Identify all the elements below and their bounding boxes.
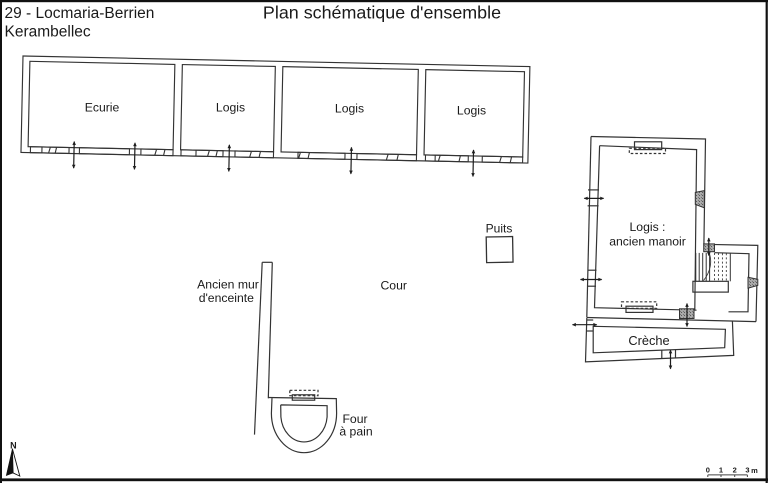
svg-text:Ancien mur: Ancien mur <box>197 278 259 292</box>
svg-text:Cour: Cour <box>380 278 406 292</box>
svg-text:Ecurie: Ecurie <box>85 101 120 115</box>
svg-text:m: m <box>751 466 758 475</box>
svg-text:ancien manoir: ancien manoir <box>609 234 686 248</box>
svg-text:Puits: Puits <box>486 221 513 235</box>
svg-text:Crèche: Crèche <box>628 333 669 348</box>
svg-text:N: N <box>10 440 17 450</box>
svg-text:29 - Locmaria-Berrien: 29 - Locmaria-Berrien <box>5 5 155 22</box>
svg-text:Logis: Logis <box>335 102 364 116</box>
svg-text:Four: Four <box>342 412 367 426</box>
svg-text:Logis: Logis <box>216 101 245 115</box>
svg-text:3: 3 <box>745 466 749 475</box>
svg-text:Kerambellec: Kerambellec <box>5 24 91 41</box>
svg-text:2: 2 <box>733 466 737 475</box>
svg-text:1: 1 <box>719 466 723 475</box>
svg-text:d'enceinte: d'enceinte <box>199 291 254 305</box>
svg-text:Logis: Logis <box>457 104 486 118</box>
svg-text:0: 0 <box>706 466 710 475</box>
svg-text:Plan schématique d'ensemble: Plan schématique d'ensemble <box>263 3 501 23</box>
svg-text:à pain: à pain <box>339 424 372 438</box>
svg-text:Logis :: Logis : <box>630 220 666 234</box>
